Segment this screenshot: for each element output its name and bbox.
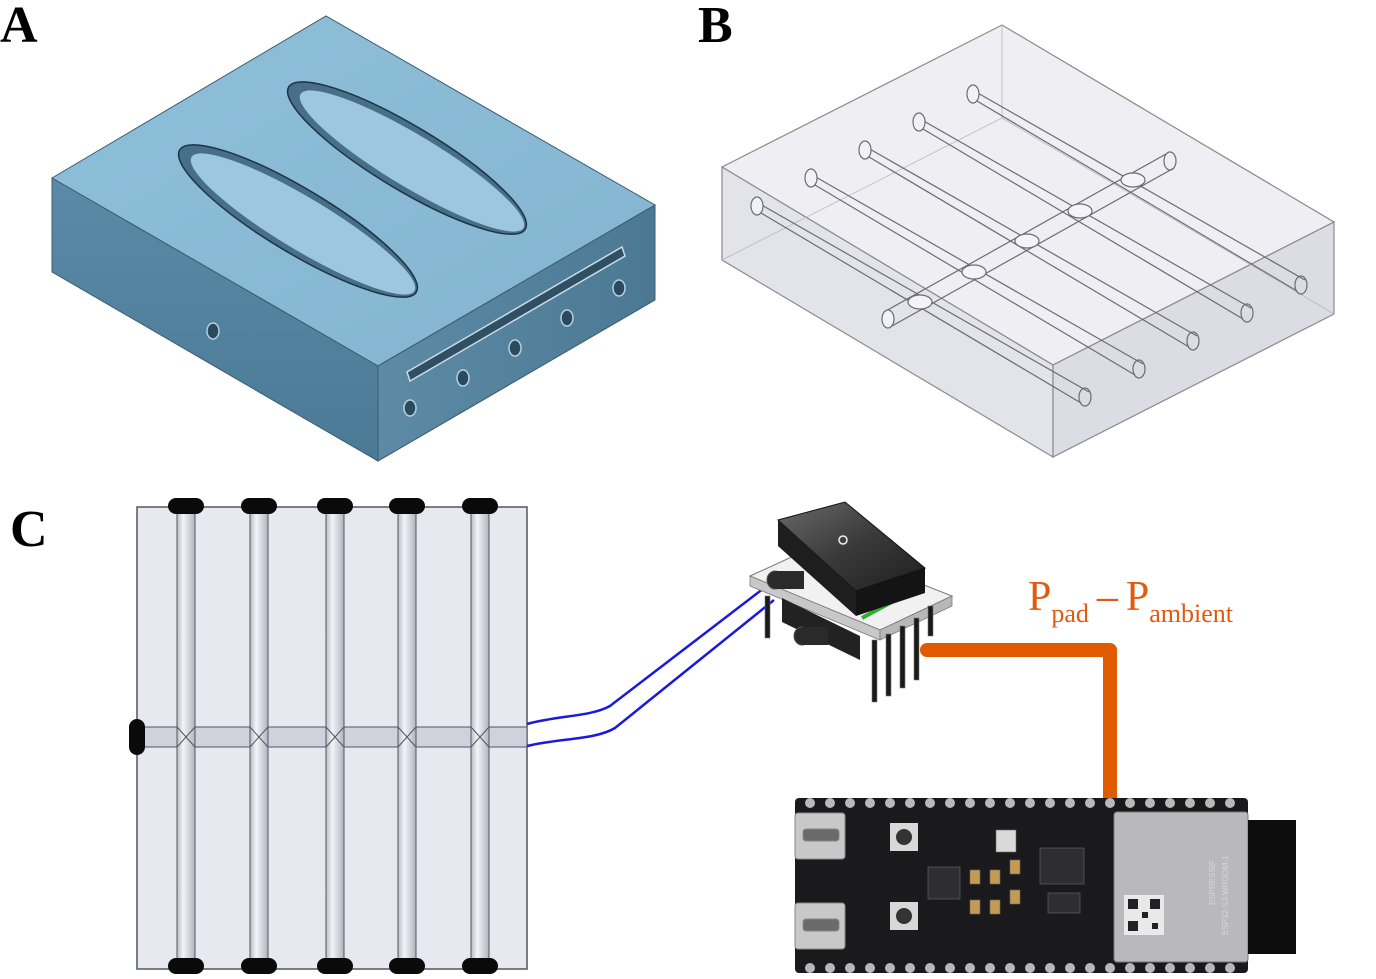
sensor-ports (766, 570, 828, 646)
elliptical-cutout-right (286, 81, 528, 235)
esp32-board: ESPRESSIF ESP32-S3-WROOM-1 (794, 798, 1296, 973)
pad-vertical-channels (176, 506, 490, 970)
push-buttons (890, 823, 918, 930)
panel-b-channels (750, 84, 1308, 407)
pressure-difference-label: Ppad–Pambient (1028, 574, 1234, 628)
pin-header-bottom (805, 963, 1235, 973)
signal-wire (920, 643, 1117, 810)
module-qr (1128, 899, 1160, 931)
side-slot (406, 245, 626, 383)
channel-pad (129, 498, 528, 974)
eq-p-pad: P (1028, 574, 1051, 620)
pad-junctions (176, 726, 490, 748)
sensor-pins (764, 595, 934, 703)
eq-sub-pad: pad (1051, 599, 1089, 628)
esp32-module: ESPRESSIF ESP32-S3-WROOM-1 (1113, 811, 1296, 963)
eq-p-ambient: P (1126, 574, 1149, 620)
side-holes (403, 279, 626, 417)
pressure-sensor (748, 501, 954, 703)
panel-a-label: A (0, 0, 38, 54)
usb-connectors (794, 812, 846, 950)
panel-c-label: C (10, 501, 48, 558)
module-brand: ESPRESSIF (1208, 860, 1217, 905)
pressure-tubes (526, 584, 775, 748)
elliptical-cutout-left (177, 144, 419, 298)
pad-end-caps (129, 498, 498, 974)
front-hole (206, 322, 220, 340)
module-name: ESP32-S3-WROOM-1 (1221, 855, 1230, 935)
board-components (927, 829, 1085, 915)
pin-header-top (805, 798, 1235, 808)
junction-holes (907, 172, 1146, 310)
eq-minus: – (1096, 574, 1119, 620)
eq-sub-ambient: ambient (1149, 599, 1234, 628)
panel-a-block (51, 15, 656, 462)
panel-b-label: B (698, 0, 733, 54)
